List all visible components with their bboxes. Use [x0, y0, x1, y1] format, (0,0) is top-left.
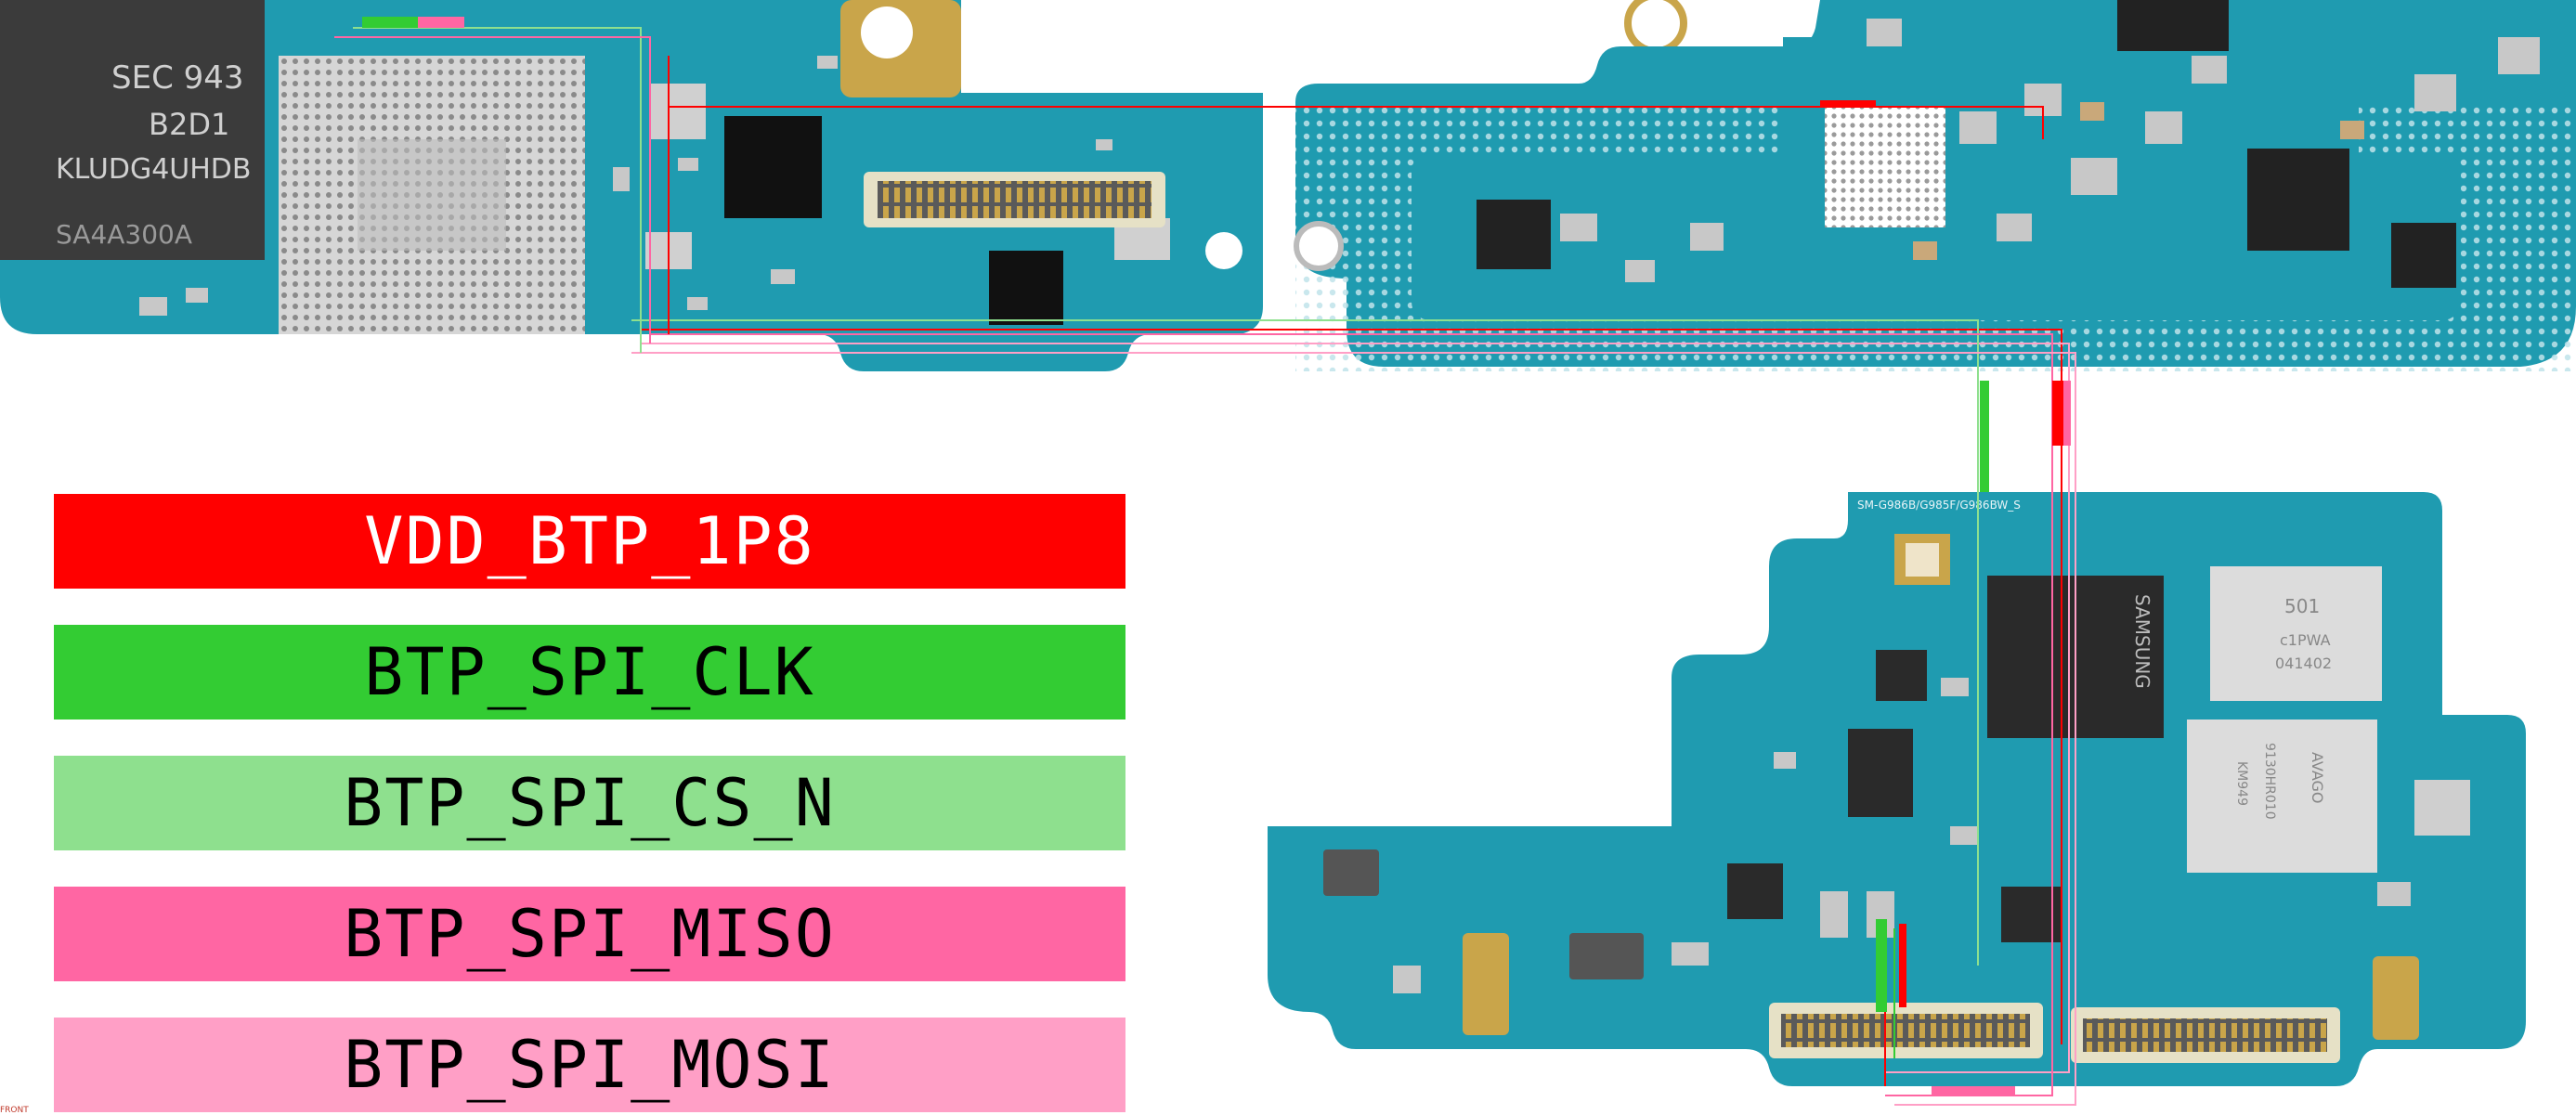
top-right-board — [1294, 0, 2576, 371]
legend-label: BTP_SPI_CLK — [364, 634, 815, 710]
rf-module-code: 041402 — [2275, 655, 2332, 672]
net-markers — [362, 17, 2071, 1096]
flash-chip — [0, 0, 265, 260]
legend-vdd-btp-1p8: VDD_BTP_1P8 — [54, 494, 1125, 589]
board-label: SM-G986B/G985F/G986BW_S — [1857, 499, 2021, 512]
avago-module-sub: KM949 — [2234, 761, 2249, 806]
flash-chip-label-1: SEC 943 — [111, 59, 244, 97]
avago-module — [2187, 720, 2377, 873]
footnote: FRONT — [0, 1106, 29, 1115]
legend-label: BTP_SPI_MOSI — [344, 1027, 836, 1103]
rf-module — [2210, 566, 2382, 701]
legend-label: BTP_SPI_CS_N — [344, 765, 836, 841]
legend-label: BTP_SPI_MISO — [344, 896, 836, 972]
top-left-board: SEC 943 B2D1 KLUDG4UHDB SA4A300A — [0, 0, 1687, 371]
ic-chip — [724, 116, 822, 218]
legend-btp-spi-clk: BTP_SPI_CLK — [54, 625, 1125, 720]
rf-module-sub: c1PWA — [2280, 631, 2331, 649]
legend-label: VDD_BTP_1P8 — [364, 503, 815, 579]
flash-chip-label-4: SA4A300A — [56, 219, 192, 250]
flash-chip-label-3: KLUDG4UHDB — [56, 153, 251, 186]
legend-btp-spi-cs-n: BTP_SPI_CS_N — [54, 756, 1125, 850]
signal-traces — [334, 27, 2076, 1106]
rf-module-label: 501 — [2284, 595, 2320, 617]
bottom-board: SAMSUNG 501 c1PWA 041402 AVAGO 9130HR010… — [1268, 492, 2526, 1086]
bga-footprint-small — [1825, 107, 1945, 227]
samsung-chip-label: SAMSUNG — [2131, 594, 2153, 689]
avago-module-code: 9130HR010 — [2262, 743, 2277, 820]
avago-module-label: AVAGO — [2309, 752, 2326, 804]
legend-btp-spi-mosi: BTP_SPI_MOSI — [54, 1018, 1125, 1112]
legend-btp-spi-miso: BTP_SPI_MISO — [54, 887, 1125, 981]
flash-chip-label-2: B2D1 — [149, 107, 229, 142]
